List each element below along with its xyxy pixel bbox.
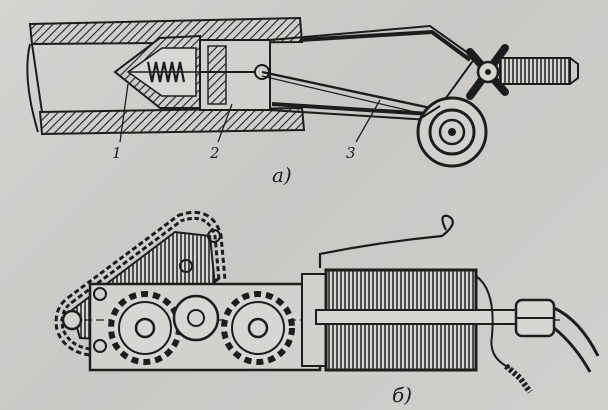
cable-guide — [261, 24, 477, 122]
callout-2: 2 — [209, 144, 220, 162]
pulley-icon — [416, 96, 488, 168]
handwheel-icon — [466, 44, 509, 100]
sprocket-gear-2 — [221, 291, 295, 365]
threaded-shaft — [499, 57, 579, 85]
inner-sleeve — [199, 39, 271, 111]
caption-b: б) — [392, 383, 412, 407]
electric-motor — [301, 214, 517, 372]
callout-3: 3 — [346, 144, 356, 162]
leader-lines — [119, 83, 381, 143]
power-connector — [475, 275, 600, 394]
caption-a: а) — [272, 163, 292, 187]
sprocket-gear — [108, 291, 182, 365]
figure-a: 1 2 3 а) — [26, 16, 579, 187]
idler-wheel — [172, 294, 220, 342]
callout-1: 1 — [112, 144, 122, 162]
coil-spring — [130, 61, 200, 83]
figure-b: б) — [54, 210, 600, 407]
